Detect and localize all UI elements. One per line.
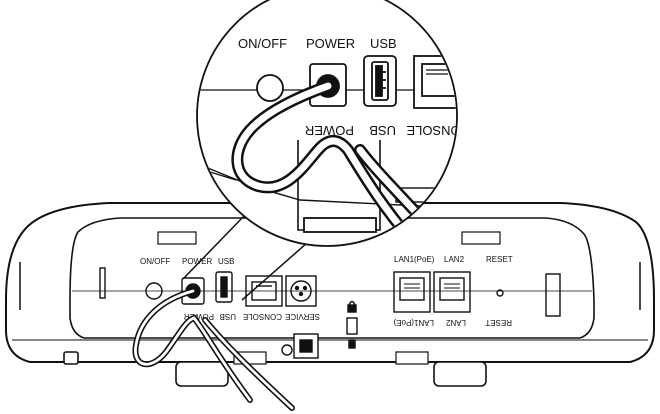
zoom-label-power-mirrored: POWER [305, 123, 354, 138]
label-reset: RESET [486, 255, 513, 264]
label-on-off: ON/OFF [140, 257, 170, 266]
lan2-port-icon [433, 271, 471, 313]
label-power: POWER [182, 257, 212, 266]
zoom-label-on-off: ON/OFF [238, 36, 287, 51]
panel-mirrored-labels: POWER USB CONSOLE SERVICE LAN1(PoE) LAN2… [184, 312, 512, 327]
zoom-on-off-switch-icon [256, 74, 284, 102]
side-slot [99, 267, 106, 299]
right-slot [545, 273, 561, 317]
lock-icon [347, 300, 357, 313]
security-slot [346, 317, 358, 335]
lan1-port-icon [393, 271, 431, 313]
label-lan1: LAN1(PoE) [394, 255, 435, 264]
usb-port-icon [215, 271, 233, 303]
reset-button-icon [496, 289, 504, 297]
panel-ports [99, 267, 561, 359]
label-power-mirrored: POWER [184, 312, 214, 321]
zoom-label-usb: USB [370, 36, 397, 51]
label-lan1-mirrored: LAN1(PoE) [393, 318, 434, 327]
zoom-label-power: POWER [306, 36, 355, 51]
label-usb-mirrored: USB [220, 312, 236, 321]
zoom-label-console-mirrored: CONSOLE [406, 123, 470, 138]
label-reset-mirrored: RESET [485, 318, 512, 327]
zoom-usb-port-icon [363, 55, 397, 107]
panel-top-labels: ON/OFF POWER USB LAN1(PoE) LAN2 RESET [140, 255, 513, 266]
device-feet [63, 351, 487, 387]
zoom-label-usb-mirrored: USB [369, 123, 396, 138]
label-lan2: LAN2 [444, 255, 465, 264]
label-lan2-mirrored: LAN2 [445, 318, 466, 327]
label-console-mirrored: CONSOLE [243, 312, 282, 321]
label-service-mirrored: SERVICE [285, 312, 320, 321]
label-usb: USB [218, 257, 234, 266]
